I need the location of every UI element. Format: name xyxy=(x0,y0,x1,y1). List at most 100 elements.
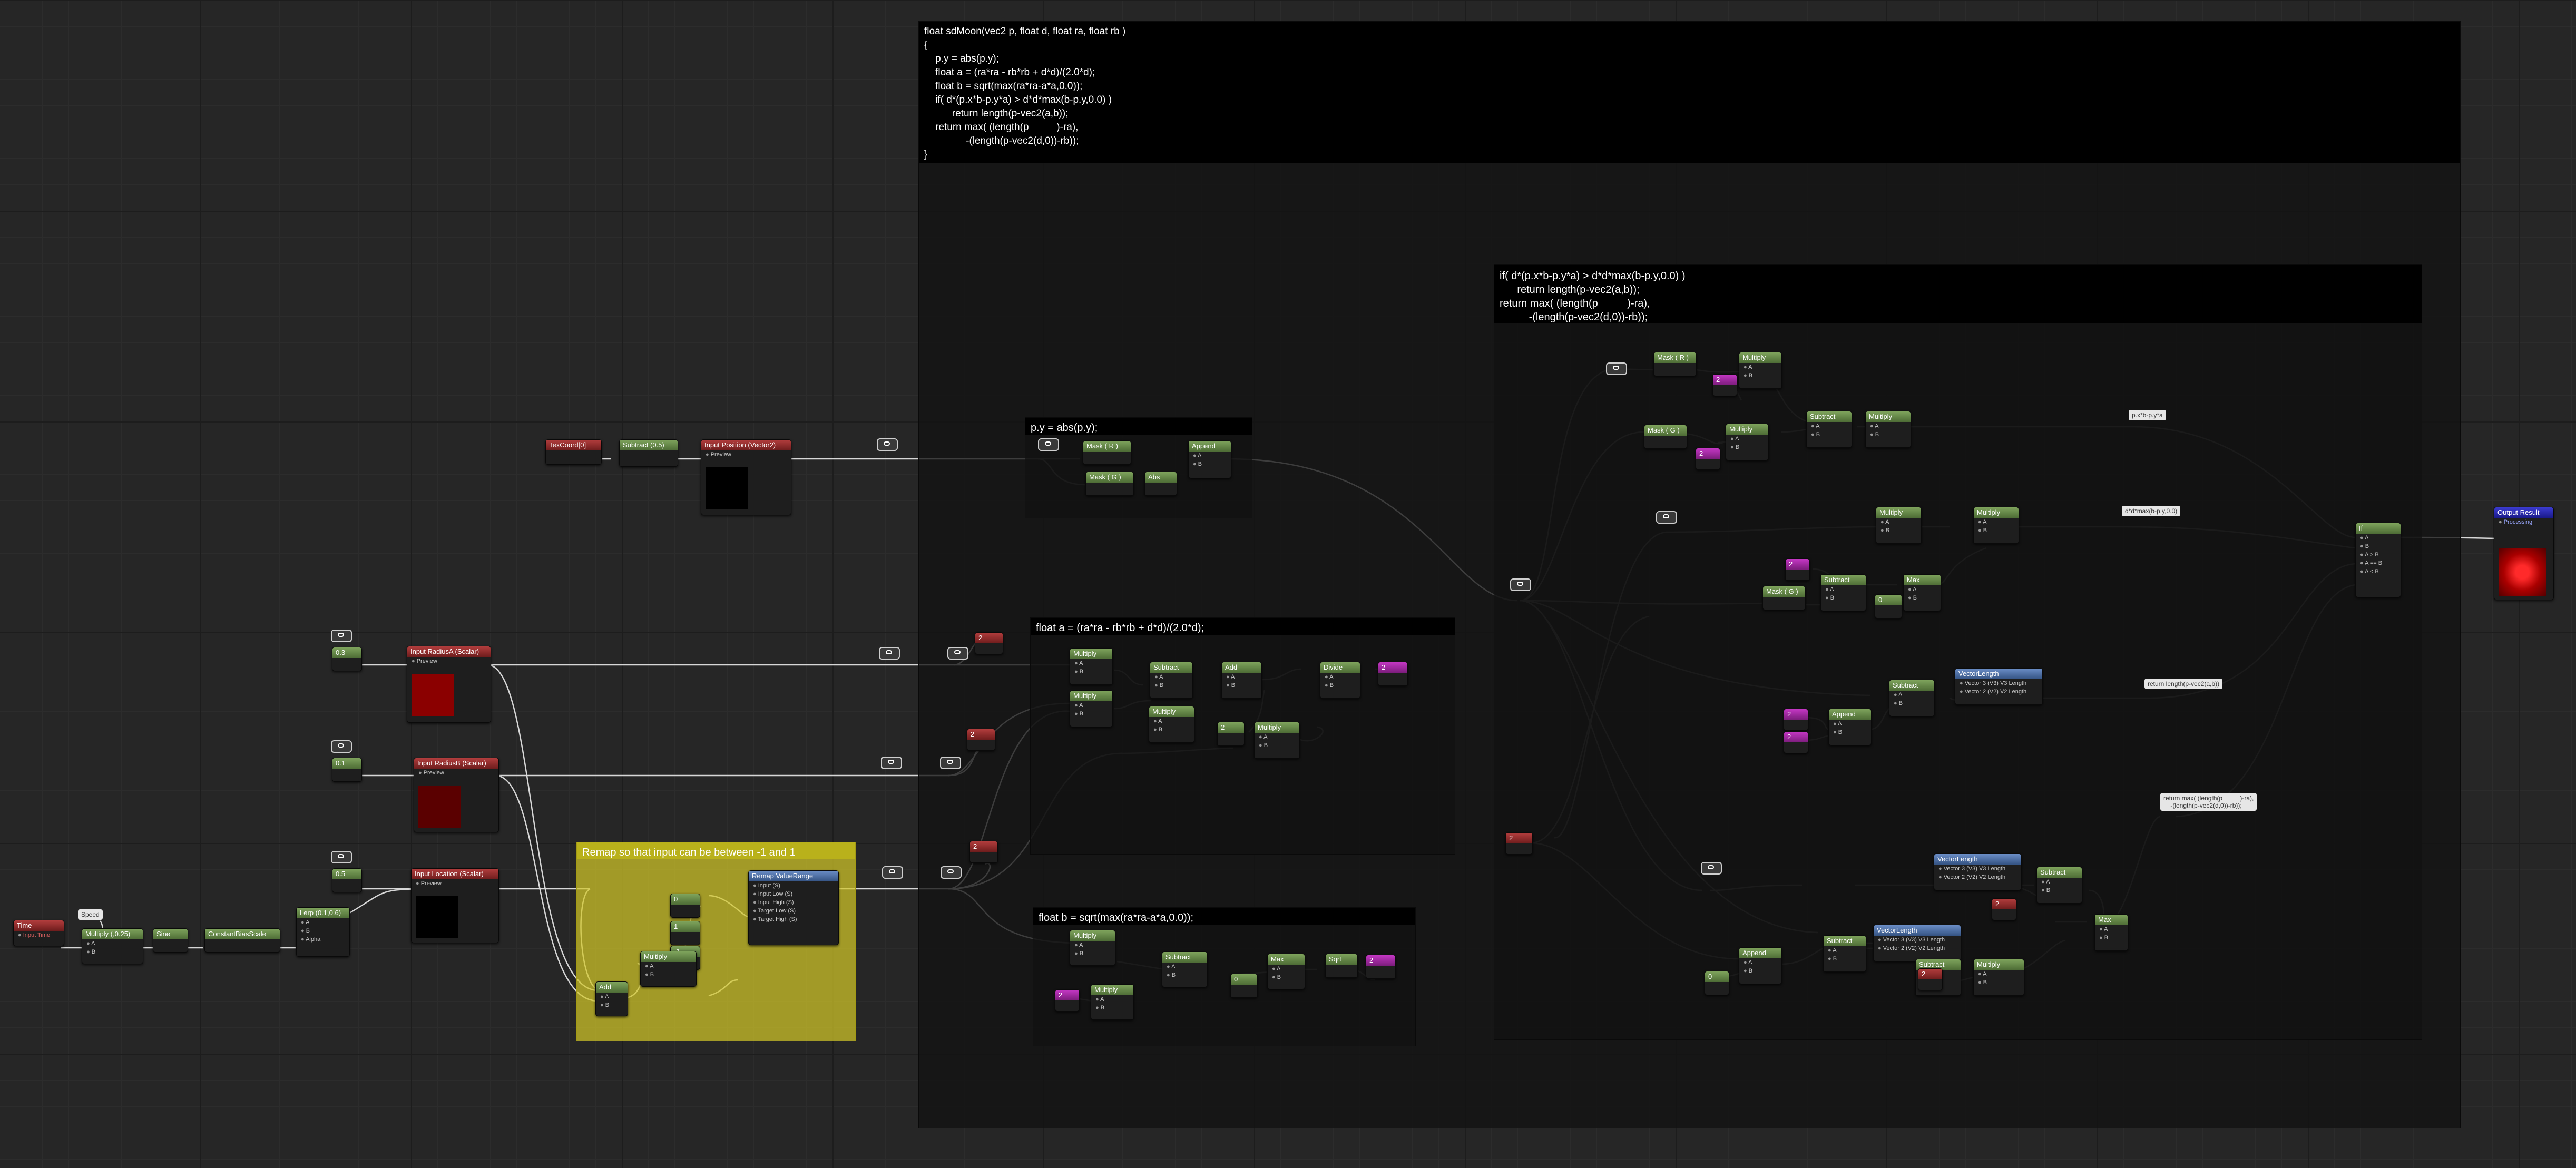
reroute-node[interactable] xyxy=(941,866,962,879)
abs-node[interactable]: Abs xyxy=(1144,472,1177,496)
subtract-ra-node[interactable]: Subtract A B xyxy=(2036,867,2082,904)
remap-multiply-node[interactable]: Multiply A B xyxy=(640,951,697,987)
input-radius-a-node[interactable]: Input RadiusA (Scalar) Preview xyxy=(407,646,491,723)
sdmoon-code-block: float sdMoon(vec2 p, float d, float ra, … xyxy=(919,22,2460,163)
subtract-pd-node[interactable]: Subtract A B xyxy=(1823,935,1866,972)
dd-max-chip[interactable]: d*d*max(b-p.y,0.0) xyxy=(2122,506,2181,516)
vector-length-pd-node[interactable]: VectorLength Vector 3 (V3) V3 Length Vec… xyxy=(1873,925,1961,961)
reroute-node[interactable] xyxy=(1656,511,1677,524)
time-node[interactable]: Time Input Time xyxy=(13,920,64,946)
return-max-chip[interactable]: return max( (length(p )-ra), -(length(p-… xyxy=(2160,793,2257,811)
const-radius-b-node[interactable]: 0.1 xyxy=(332,758,362,782)
max-b-node[interactable]: Max A B xyxy=(1267,954,1305,989)
append-ab-node[interactable]: Append A B xyxy=(1828,709,1872,745)
input-position-node[interactable]: Input Position (Vector2) Preview xyxy=(701,439,791,515)
remap-const-1-node[interactable]: 1 xyxy=(670,921,700,945)
sqrt-node[interactable]: Sqrt xyxy=(1325,954,1358,978)
reroute-node[interactable] xyxy=(331,630,352,642)
remap-const-0-node[interactable]: 0 xyxy=(670,894,700,918)
append-d-node[interactable]: Append A B xyxy=(1739,947,1782,984)
multiply-rb-node[interactable]: Multiply A B xyxy=(1070,690,1113,727)
b-param-if-node[interactable]: 2 xyxy=(1712,374,1737,396)
multiply-d-node[interactable]: Multiply A B xyxy=(1149,706,1194,743)
b-param-max-node[interactable]: 2 xyxy=(1785,558,1810,581)
rb-param-node[interactable]: 2 xyxy=(967,729,995,751)
multiply-max-node[interactable]: Multiply A B xyxy=(1973,507,2019,544)
input-location-node[interactable]: Input Location (Scalar) Preview xyxy=(411,868,499,943)
constant-bias-node[interactable]: ConstantBiasScale xyxy=(204,928,280,953)
if-node[interactable]: If A B A > B A == B A < B xyxy=(2355,523,2401,597)
abs-comment-title: p.y = abs(p.y); xyxy=(1025,418,1252,435)
b-param-ab-node[interactable]: 2 xyxy=(1784,731,1808,753)
remap-add-node[interactable]: Add A B xyxy=(595,981,628,1016)
subtract-ab-node[interactable]: Subtract A B xyxy=(1889,680,1935,716)
max-final-node[interactable]: Max A B xyxy=(2094,914,2128,951)
b-result-node[interactable]: 2 xyxy=(1366,955,1396,979)
d-param-if-node[interactable]: 2 xyxy=(1505,832,1533,855)
vector-length-p-node[interactable]: VectorLength Vector 3 (V3) V3 Length Vec… xyxy=(1934,853,2022,890)
reroute-node[interactable] xyxy=(1701,862,1722,875)
append-node-abs[interactable]: Append A B xyxy=(1188,440,1231,478)
reroute-node[interactable] xyxy=(1038,438,1059,451)
multiply-2d-node[interactable]: Multiply A B xyxy=(1254,722,1300,759)
texcoord-node[interactable]: TexCoord[0] xyxy=(545,439,602,465)
reroute-node[interactable] xyxy=(881,757,902,769)
mask-g-node-max[interactable]: Mask ( G ) xyxy=(1762,586,1806,610)
const-radius-a-node[interactable]: 0.3 xyxy=(332,647,362,671)
subtract-if-node[interactable]: Subtract A B xyxy=(1806,411,1852,448)
return-length-chip[interactable]: return length(p-vec2(a,b)) xyxy=(2144,679,2223,689)
ra-param-if-node[interactable]: 2 xyxy=(1992,898,2016,920)
reroute-node[interactable] xyxy=(331,851,352,863)
multiply-aa-node[interactable]: Multiply A B xyxy=(1091,984,1134,1020)
vector-length-ab-node[interactable]: VectorLength Vector 3 (V3) V3 Length Vec… xyxy=(1955,668,2043,705)
subtract-uv-node[interactable]: Subtract (0.5) xyxy=(619,439,678,467)
d-param-node[interactable]: 2 xyxy=(969,841,998,863)
reroute-node[interactable] xyxy=(879,647,900,660)
max-if-node[interactable]: Max A B xyxy=(1903,574,1941,611)
const-0-d-node[interactable]: 0 xyxy=(1705,971,1729,995)
sine-node[interactable]: Sine xyxy=(153,928,188,953)
a-param-if-node[interactable]: 2 xyxy=(1696,448,1720,470)
mask-g-node-if[interactable]: Mask ( G ) xyxy=(1644,425,1687,449)
reroute-node[interactable] xyxy=(947,647,968,660)
add-a-node[interactable]: Add A B xyxy=(1221,662,1262,699)
a-param-b-node[interactable]: 2 xyxy=(1055,989,1080,1012)
multiply-ra2-node[interactable]: Multiply A B xyxy=(1070,930,1115,966)
const-0-max-node[interactable]: 0 xyxy=(1875,594,1902,619)
multiply-time-node[interactable]: Multiply (,0.25) A B xyxy=(82,928,143,964)
pxb-pya-chip[interactable]: p.x*b-p.y*a xyxy=(2129,410,2166,420)
reroute-node[interactable] xyxy=(882,866,903,879)
speed-chip[interactable]: Speed xyxy=(78,909,103,920)
reroute-node[interactable] xyxy=(331,740,352,753)
const-0-b-node[interactable]: 0 xyxy=(1230,974,1258,998)
reroute-node[interactable] xyxy=(877,438,898,451)
reroute-node[interactable] xyxy=(1606,362,1627,375)
const-location-node[interactable]: 0.5 xyxy=(332,868,362,892)
ra-param-node[interactable]: 2 xyxy=(975,632,1003,654)
multiply-neg-node[interactable]: Multiply A B xyxy=(1973,959,2024,996)
remap-value-range-node[interactable]: Remap ValueRange Input (S) Input Low (S)… xyxy=(748,870,839,945)
subtract-b-node[interactable]: Subtract A B xyxy=(1162,951,1208,987)
mask-r-node-if[interactable]: Mask ( R ) xyxy=(1653,352,1697,376)
remap-comment-title: Remap so that input can be between -1 an… xyxy=(577,842,855,859)
subtract-max-node[interactable]: Subtract A B xyxy=(1820,574,1866,611)
divide-node[interactable]: Divide A B xyxy=(1320,662,1360,699)
multiply-pya-node[interactable]: Multiply A B xyxy=(1726,424,1769,460)
a-result-node[interactable]: 2 xyxy=(1378,662,1408,686)
reroute-node[interactable] xyxy=(1510,578,1531,591)
mask-r-node-abs[interactable]: Mask ( R ) xyxy=(1083,440,1131,465)
a-param-ab-node[interactable]: 2 xyxy=(1784,709,1808,731)
multiply-dd-node[interactable]: Multiply A B xyxy=(1876,507,1922,544)
const-2-a-node[interactable]: 2 xyxy=(1217,722,1245,746)
rb-param-if-node[interactable]: 2 xyxy=(1918,968,1943,990)
subtract-uv-title: Subtract (0.5) xyxy=(620,440,678,450)
subtract-a-node[interactable]: Subtract A B xyxy=(1150,662,1193,699)
multiply-d-if-node[interactable]: Multiply A B xyxy=(1865,411,1911,448)
multiply-ra-node[interactable]: Multiply A B xyxy=(1070,648,1113,685)
lerp-node[interactable]: Lerp (0.1,0.6) A B Alpha xyxy=(296,907,350,957)
output-result-node[interactable]: Output Result Processing xyxy=(2494,507,2554,600)
input-radius-b-node[interactable]: Input RadiusB (Scalar) Preview xyxy=(414,758,499,832)
mask-g-node-abs[interactable]: Mask ( G ) xyxy=(1085,472,1134,496)
reroute-node[interactable] xyxy=(940,757,961,769)
multiply-pxb-node[interactable]: Multiply A B xyxy=(1739,352,1782,389)
